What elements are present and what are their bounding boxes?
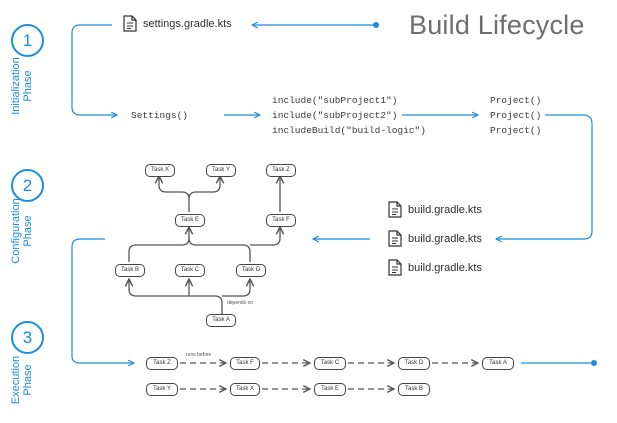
phase-1-number: 1: [11, 24, 44, 57]
task-node-x: Task X: [145, 164, 175, 177]
exec-row2-task-3: Task E: [314, 383, 346, 396]
document-icon: [123, 15, 137, 32]
phase-3-number: 3: [11, 321, 44, 354]
document-icon: [388, 201, 402, 218]
task-node-z: Task Z: [266, 164, 296, 177]
build-file-label-1: build.gradle.kts: [408, 204, 482, 216]
task-node-f: Task F: [266, 214, 296, 227]
task-node-y: Task Y: [206, 164, 236, 177]
build-file-label-2: build.gradle.kts: [408, 233, 482, 245]
task-node-b: Task B: [115, 264, 145, 277]
phase-2-number: 2: [11, 169, 44, 202]
task-node-a: Task A: [206, 314, 236, 327]
build-file-label-3: build.gradle.kts: [408, 262, 482, 274]
exec-row2-task-4: Task B: [398, 383, 430, 396]
exec-end-dot: [591, 360, 597, 366]
exec-row1-task-3: Task C: [314, 357, 346, 370]
config-to-exec-line: [71, 238, 134, 363]
exec-row2-task-2: Task X: [230, 383, 260, 396]
exec-row1-task-4: Task D: [398, 357, 430, 370]
project-call-2: Project(): [490, 110, 542, 121]
exec-row1-task-2: Task F: [230, 357, 260, 370]
runs-before-label: runs before: [186, 352, 212, 358]
include-line-2: include("subProject2"): [272, 110, 398, 121]
exec-row2-task-1: Task Y: [146, 383, 178, 396]
exec-row1-task-5: Task A: [482, 357, 514, 370]
task-node-e: Task E: [175, 214, 205, 227]
document-icon: [388, 230, 402, 247]
document-icon: [388, 259, 402, 276]
exec-row1-task-1: Task Z: [146, 357, 178, 370]
depends-on-label: depends on: [227, 300, 254, 306]
project-to-build-line: [496, 114, 593, 239]
settings-call: Settings(): [131, 110, 189, 121]
task-node-c: Task C: [175, 264, 205, 277]
init-to-settings-line: [71, 24, 117, 115]
include-line-3: includeBuild("build-logic"): [272, 125, 426, 136]
project-call-1: Project(): [490, 95, 542, 106]
task-node-d: Task D: [236, 264, 266, 277]
settings-file-label: settings.gradle.kts: [143, 18, 232, 30]
diagram-title: Build Lifecycle: [409, 10, 585, 40]
project-call-3: Project(): [490, 125, 542, 136]
include-line-1: include("subProject1"): [272, 95, 398, 106]
settings-source-dot: [373, 22, 379, 28]
